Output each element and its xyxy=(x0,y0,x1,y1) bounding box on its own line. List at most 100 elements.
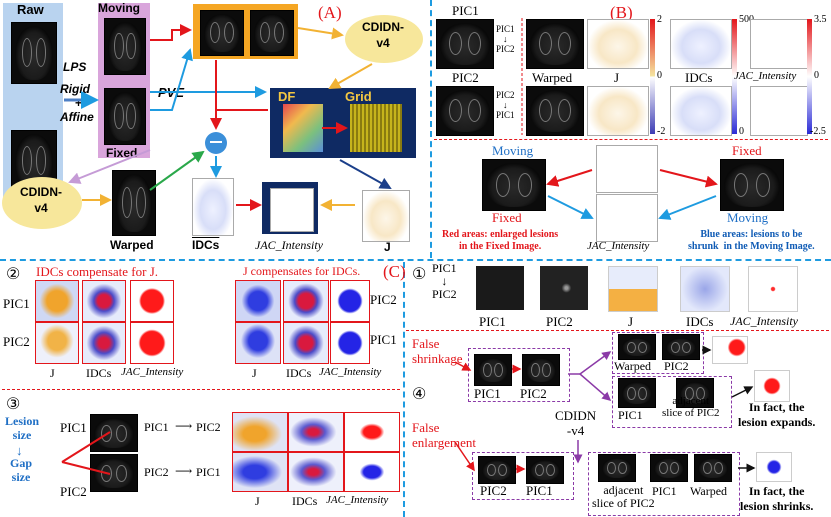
fixed-left-tile xyxy=(482,159,546,211)
pic2-label: PIC2 xyxy=(452,70,479,85)
s2-right-title: J compensates for IDCs. xyxy=(243,264,361,278)
j-label: J xyxy=(614,70,620,85)
idcs-caption: IDCs xyxy=(685,70,713,85)
s4-expand-pic1-tile xyxy=(618,378,656,408)
s2-s3-divider xyxy=(2,389,400,390)
panel-b-arrows xyxy=(521,18,718,220)
cdidn-bottom-label: CDIDN- v4 xyxy=(20,185,62,215)
jac-mid-label: JAC_Intensity xyxy=(587,240,650,252)
s2-right-jac-caption: JAC_Intensity xyxy=(319,366,382,378)
raw-label: Raw xyxy=(17,2,44,17)
warped-label: Warped xyxy=(532,70,573,85)
s2-left-j-top xyxy=(35,280,79,322)
s4-bottom-pic1-label: PIC1 xyxy=(526,483,553,498)
plus-label: + xyxy=(75,96,83,110)
s4-jac-result-3 xyxy=(756,452,792,482)
s1-col-j: J xyxy=(628,314,634,329)
s4-shrink-box xyxy=(588,452,740,516)
df-field xyxy=(283,104,323,152)
idcs-stack xyxy=(192,178,234,236)
panel-b-tag: (B) xyxy=(610,3,633,22)
s1-col-idcs: IDCs xyxy=(686,314,714,329)
cdidn-top-node xyxy=(345,15,423,63)
jac-label: JAC_Intensity xyxy=(255,238,323,252)
panel-a-tag: (A) xyxy=(318,3,342,22)
warped-top-tile xyxy=(526,19,584,69)
s3-pic1-tile xyxy=(90,414,138,452)
pic2-tile xyxy=(436,86,494,136)
pve-stack-2 xyxy=(250,10,294,56)
s2-right-idcs-bottom xyxy=(283,322,329,364)
jac-bottom-overlay xyxy=(596,194,658,242)
s4-top-group-box xyxy=(468,348,570,402)
affine-label: Affine xyxy=(60,110,94,124)
moving-stack xyxy=(104,18,146,75)
colorbar-idcs xyxy=(732,19,737,134)
s4-warped-tile xyxy=(618,334,656,360)
s3-j-top xyxy=(232,412,288,452)
s2-right-j-bottom xyxy=(235,322,281,364)
s1-pic1-tile xyxy=(476,266,524,310)
s2-right-pic2-label: PIC2 xyxy=(370,292,397,307)
s1-s4-divider xyxy=(406,330,829,331)
s1-pic2-tile xyxy=(540,266,588,310)
panel-c-tag: (C) xyxy=(383,262,406,281)
s2-left-jac-bottom xyxy=(130,322,174,364)
j-top-map xyxy=(587,19,649,69)
fixed-stack xyxy=(104,88,146,145)
s4-shrink-adj-label: adjacent slice of PIC2 xyxy=(592,483,655,510)
colorbar-j-mid: 0 xyxy=(657,70,662,81)
s2-right-pic1-label: PIC1 xyxy=(370,332,397,347)
idcs-label: IDCs xyxy=(192,238,220,252)
s4-expand-adj-label: adjacent slice of PIC2 xyxy=(662,395,720,419)
j-label: J xyxy=(384,240,391,254)
s4-expand-box xyxy=(612,376,732,428)
colorbar-jac-mid: 0 xyxy=(814,70,819,81)
pic1-label: PIC1 xyxy=(452,3,479,18)
raw-stack-top xyxy=(11,22,57,84)
jac-top-overlay xyxy=(596,145,658,193)
colorbar-jac-bot: -2.5 xyxy=(810,126,826,137)
false-enlargement-label: False enlargement xyxy=(412,420,477,450)
s4-top-pic1-tile xyxy=(474,354,512,386)
s4-warped-label: Warped xyxy=(614,359,652,373)
colorbar-j-top: 2 xyxy=(657,14,662,25)
subtract-operator-icon xyxy=(205,132,227,154)
s1-col-pic2: PIC2 xyxy=(546,314,573,329)
s3-pic1-label: PIC1 xyxy=(60,420,87,435)
s4-jac-result-2 xyxy=(754,370,790,402)
panel-a-arrows xyxy=(64,24,392,211)
s2-pic2-label: PIC2 xyxy=(3,334,30,349)
s2-right-jac-top xyxy=(330,280,370,322)
s3-j-bottom xyxy=(232,452,288,492)
warped-label: Warped xyxy=(110,238,154,252)
divider-vertical-bottom xyxy=(403,262,405,517)
fact-expands: In fact, the lesion expands. xyxy=(738,400,816,429)
j-bottom-map xyxy=(587,86,649,136)
pve-stack-1 xyxy=(200,10,244,56)
panel-b: (B) PIC1 PIC2 PIC1 ↓ PIC2 PIC2 ↓ PIC1 Wa… xyxy=(432,0,831,258)
s4-shrink-pic1-label: PIC1 xyxy=(652,484,677,498)
grid-label: Grid xyxy=(345,89,372,104)
s1-number: ① xyxy=(412,266,427,283)
s4-shrink-pic1-tile xyxy=(650,454,688,482)
colorbar-j-bot: -2 xyxy=(657,126,666,137)
s4-top-pic2-tile xyxy=(522,354,560,386)
s4-shrink-warped-tile xyxy=(694,454,732,482)
moving-right-label: Moving xyxy=(727,210,769,225)
s3-pic2-label: PIC2 xyxy=(60,484,87,499)
direction-top: PIC1 ↓ PIC2 xyxy=(496,24,515,54)
s2-left-jac-caption: JAC_Intensity xyxy=(121,366,184,378)
s4-expand-adj-tile xyxy=(676,378,714,408)
subtract-bar xyxy=(210,141,222,143)
fixed-left-label: Fixed xyxy=(492,210,522,225)
s2-left-idcs-caption: IDCs xyxy=(86,366,112,380)
blue-areas-note: Blue areas: lesions to be shrunk in the … xyxy=(688,229,815,252)
fixed-right-label: Fixed xyxy=(732,143,762,158)
s3-gap-label: Gap size xyxy=(10,456,33,484)
s4-shrink-warped-label: Warped xyxy=(690,484,728,498)
idcs-bottom-map xyxy=(670,86,732,136)
s1-col-jac: JAC_Intensity xyxy=(730,314,798,328)
s1-direction: PIC1 ↓ PIC2 xyxy=(432,261,457,301)
s2-left-idcs-top xyxy=(82,280,126,322)
